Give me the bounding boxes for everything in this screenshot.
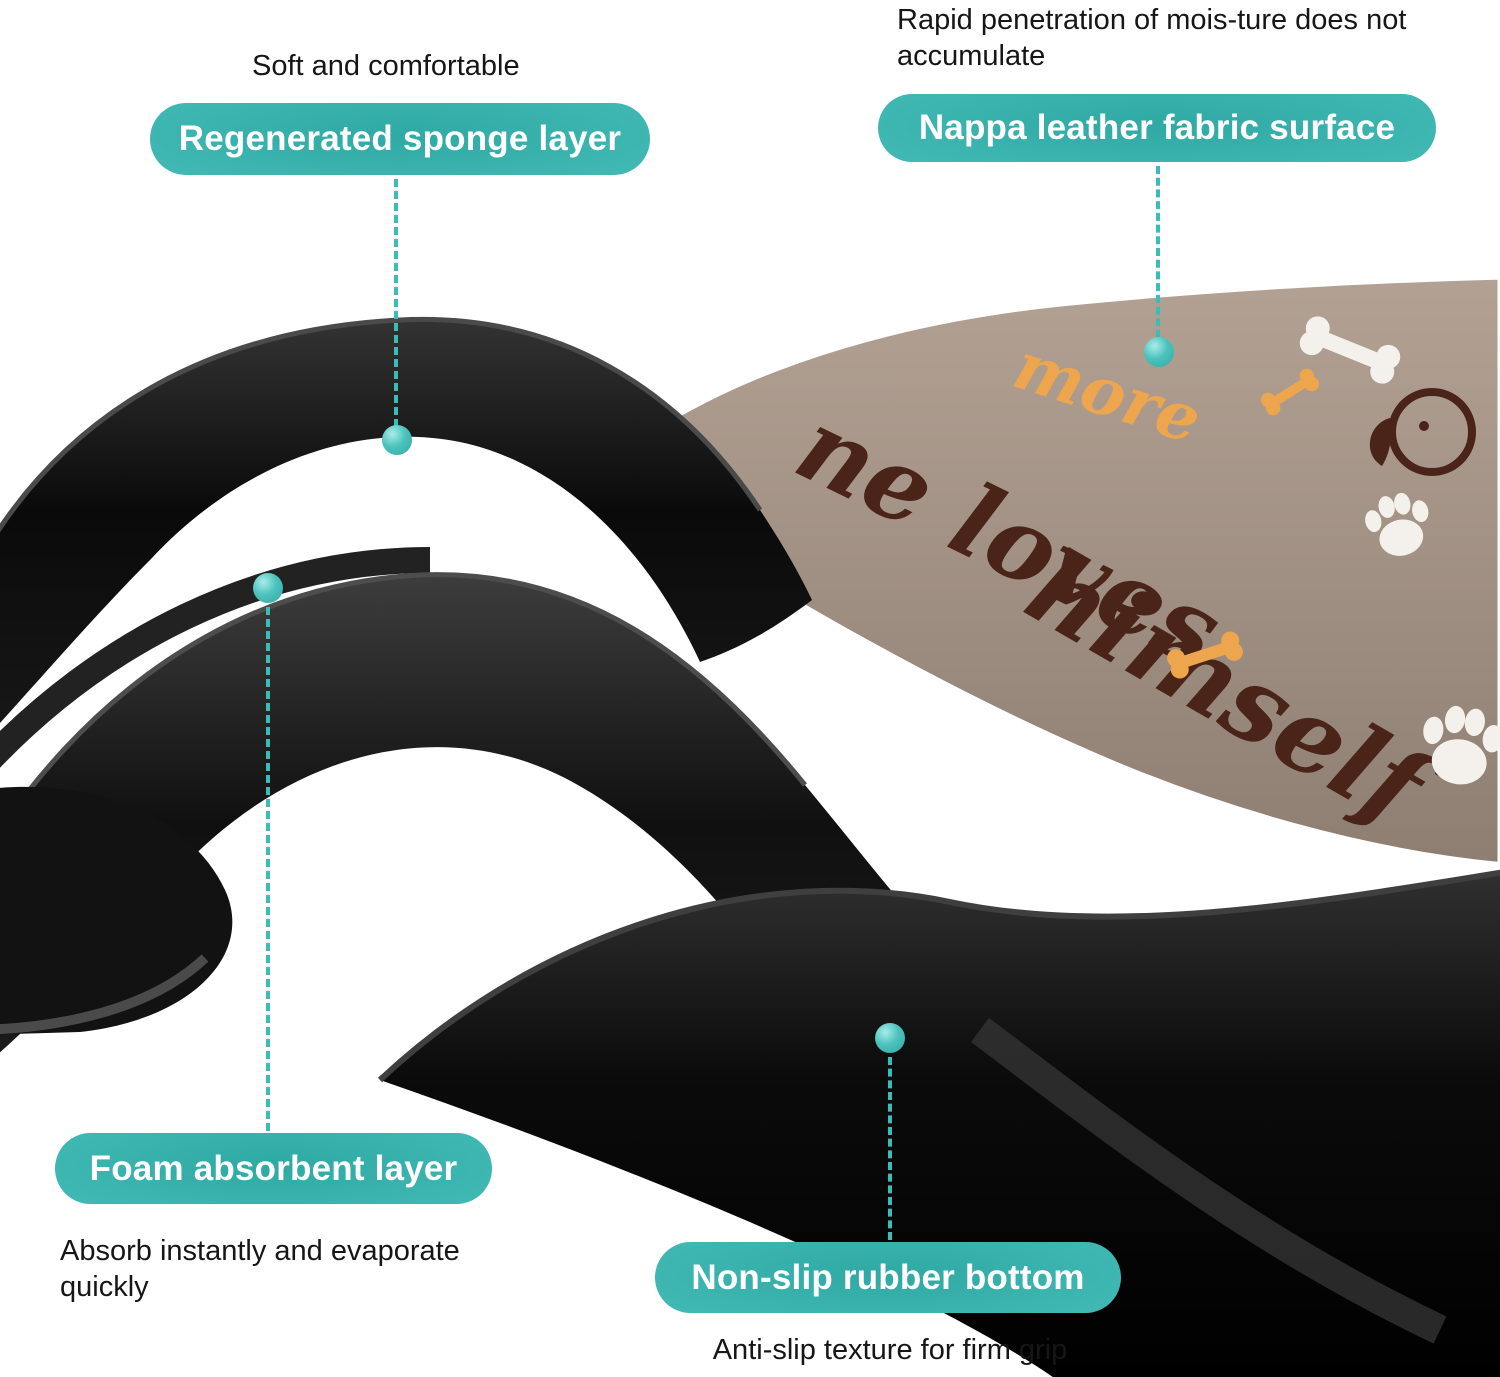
foam-label-pill: Foam absorbent layer	[55, 1133, 492, 1204]
rubber-label-pill: Non-slip rubber bottom	[655, 1242, 1121, 1313]
sponge-anchor-dot	[382, 425, 412, 455]
mat-surface	[577, 264, 1500, 878]
rubber-leader-line	[888, 1057, 892, 1240]
rubber-layer-highlight	[377, 869, 1500, 1083]
rubber-layer	[380, 872, 1500, 1377]
surface-label: Nappa leather fabric surface	[918, 108, 1396, 147]
surface-leader-line	[1156, 166, 1160, 338]
mat-left-roll-edge	[0, 954, 209, 1035]
sponge-caption: Soft and comfortable	[252, 50, 520, 82]
bone-icon	[1299, 316, 1401, 384]
foam-label: Foam absorbent layer	[89, 1148, 458, 1188]
bone-icon	[1260, 368, 1320, 416]
foam-layer	[0, 574, 925, 1053]
paw-icon	[1365, 492, 1429, 556]
rubber-caption: Anti-slip texture for firm grip	[712, 1334, 1068, 1366]
surface-label-pill: Nappa leather fabric surface	[878, 94, 1436, 162]
bone-icon	[1167, 631, 1243, 679]
rubber-layer-sheen	[970, 1018, 1447, 1344]
surface-anchor-dot	[1144, 337, 1174, 367]
foam-leader-line	[266, 607, 270, 1131]
rubber-label: Non-slip rubber bottom	[691, 1257, 1085, 1297]
sponge-label: Regenerated sponge layer	[178, 119, 622, 158]
rubber-anchor-dot	[875, 1023, 905, 1053]
mat-top-layer-highlight	[0, 316, 763, 533]
sponge-label-pill: Regenerated sponge layer	[150, 103, 650, 175]
mat-left-roll	[0, 786, 233, 1035]
paw-icon	[1423, 705, 1500, 785]
sponge-leader-line	[394, 179, 398, 427]
foam-layer-highlight	[0, 572, 807, 835]
mat-top-layer	[0, 319, 812, 724]
dog-icon	[1369, 388, 1476, 476]
foam-caption: Absorb instantly and evaporate quickly	[60, 1235, 460, 1303]
foam-anchor-dot	[253, 573, 283, 603]
surface-caption: Rapid penetration of mois-ture does not …	[897, 4, 1407, 72]
layer-seam	[0, 547, 431, 768]
